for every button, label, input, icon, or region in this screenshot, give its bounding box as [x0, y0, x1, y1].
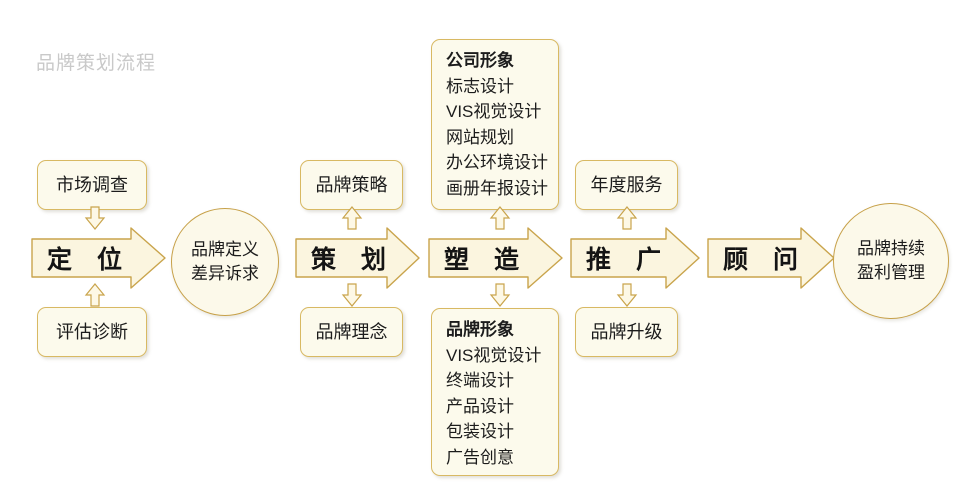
stage-3-bottom-box-item: 终端设计	[446, 371, 514, 390]
down-arrow-icon	[487, 282, 513, 308]
stage-2-arrow[interactable]: 策 划	[295, 227, 420, 289]
stage-1-bottom-box[interactable]: 评估诊断	[37, 307, 147, 357]
stage-4-top-box[interactable]: 年度服务	[575, 160, 678, 210]
up-arrow-icon	[339, 205, 365, 231]
stage-5-arrow[interactable]: 顾 问	[707, 227, 835, 289]
stage-3-arrow[interactable]: 塑 造	[428, 227, 563, 289]
page-title: 品牌策划流程	[36, 53, 157, 74]
up-arrow-icon	[487, 205, 513, 231]
stage-3-bottom-box-item: VIS视觉设计	[446, 345, 542, 365]
down-arrow-icon	[339, 282, 365, 308]
circle-1-line-1: 品牌定义	[191, 240, 259, 259]
stage-3-bottom-box-item: 产品设计	[446, 396, 514, 416]
circle-2-line-1: 品牌持续	[857, 239, 925, 258]
circle-2-line-2: 盈利管理	[857, 263, 925, 282]
stage-3-bottom-box-heading: 品牌形象	[446, 320, 514, 339]
stage-3-bottom-box[interactable]: 品牌形象 VIS视觉设计 终端设计 产品设计 包装设计 广告创意	[431, 308, 559, 476]
stage-3-top-box-item: 标志设计	[446, 76, 514, 96]
stage-1-top-box[interactable]: 市场调查	[37, 160, 147, 210]
stage-3-bottom-box-item: 广告创意	[446, 447, 514, 467]
up-arrow-icon	[82, 282, 108, 308]
stage-3-bottom-box-item: 包装设计	[446, 422, 514, 441]
down-arrow-icon	[614, 282, 640, 308]
stage-2-bottom-box[interactable]: 品牌理念	[300, 307, 403, 357]
circle-sustained-profit[interactable]: 品牌持续 盈利管理	[833, 203, 949, 319]
stage-4-bottom-box-line: 品牌升级	[590, 321, 663, 342]
stage-2-top-box[interactable]: 品牌策略	[300, 160, 403, 210]
stage-3-top-box[interactable]: 公司形象 标志设计 VIS视觉设计 网站规划 办公环境设计 画册年报设计	[431, 39, 559, 210]
stage-1-top-box-line: 市场调查	[56, 174, 128, 195]
circle-1-line-2: 差异诉求	[191, 264, 259, 283]
up-arrow-icon	[614, 205, 640, 231]
stage-1-arrow[interactable]: 定 位	[31, 227, 166, 289]
stage-1-bottom-box-line: 评估诊断	[56, 321, 128, 342]
stage-4-top-box-line: 年度服务	[590, 174, 663, 195]
stage-4-bottom-box[interactable]: 品牌升级	[575, 307, 678, 357]
stage-3-top-box-item: VIS视觉设计	[446, 102, 542, 121]
down-arrow-icon	[82, 205, 108, 231]
stage-3-top-box-item: 网站规划	[446, 127, 514, 147]
stage-2-bottom-box-line: 品牌理念	[315, 321, 388, 342]
stage-3-top-box-item: 办公环境设计	[446, 153, 548, 172]
stage-3-top-box-item: 画册年报设计	[446, 178, 548, 198]
stage-4-arrow[interactable]: 推 广	[570, 227, 700, 289]
stage-2-top-box-line: 品牌策略	[315, 174, 388, 195]
stage-3-top-box-heading: 公司形象	[446, 51, 514, 70]
circle-brand-definition[interactable]: 品牌定义 差异诉求	[171, 208, 279, 316]
